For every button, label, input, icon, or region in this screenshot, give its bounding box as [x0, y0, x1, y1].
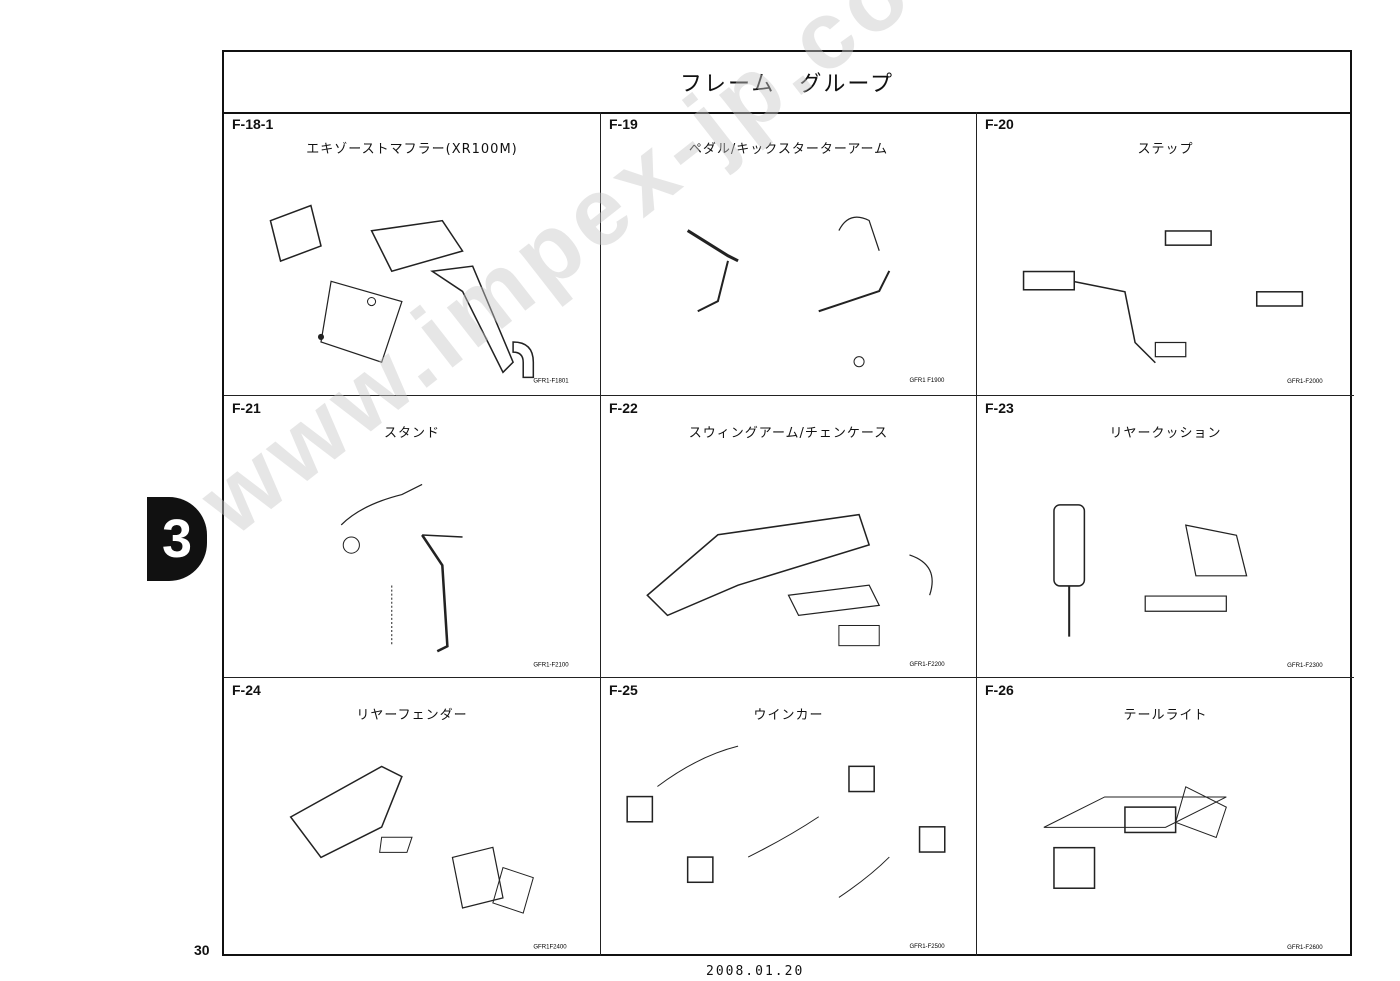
- diagram-ref-code: GFR1F2400: [533, 944, 567, 950]
- cell-code: F-25: [609, 682, 638, 698]
- diagram-ref-code: GFR1-F1801: [533, 378, 569, 384]
- cell-name: リヤークッション: [1109, 426, 1222, 441]
- cell-f20[interactable]: F-20 ステップ GFR1-F2000: [977, 112, 1354, 396]
- exhaust-muffler-diagram: GFR1-F1801: [269, 204, 569, 384]
- cell-f19[interactable]: F-19 ペダル/キックスターターアーム GFR1 F1900: [601, 112, 977, 396]
- diagram-ref-code: GFR1-F2600: [1287, 944, 1323, 951]
- cell-f24[interactable]: F-24 リヤーフェンダー GFR1F2400: [224, 678, 601, 956]
- cell-name: ペダル/キックスターターアーム: [688, 142, 889, 157]
- cell-name: ステップ: [1137, 142, 1194, 157]
- cell-name: リヤーフェンダー: [356, 708, 468, 723]
- step-diagram: GFR1-F2000: [1022, 230, 1323, 385]
- rear-cushion-diagram: GFR1-F2300: [1053, 504, 1323, 669]
- tail-light-diagram: GFR1-F2600: [1043, 786, 1323, 951]
- cell-f25[interactable]: F-25 ウインカー GFR1-F2500: [601, 678, 977, 956]
- cell-code: F-22: [609, 400, 638, 416]
- rear-fender-diagram: GFR1F2400: [289, 765, 567, 950]
- diagram-ref-code: GFR1-F2100: [533, 662, 569, 668]
- parts-index-frame: フレーム グループ F-18-1 エキゾーストマフラー(XR100M) GFR1…: [222, 50, 1354, 956]
- page-number: 30: [194, 942, 210, 958]
- cell-f22[interactable]: F-22 スウィングアーム/チェンケース GFR1-F2200: [601, 396, 977, 678]
- diagram-ref-code: GFR1-F2200: [909, 662, 945, 668]
- diagram-ref-code: GFR1-F2000: [1287, 378, 1323, 385]
- cell-name: テールライト: [1123, 708, 1208, 723]
- cell-f18-1[interactable]: F-18-1 エキゾーストマフラー(XR100M) GFR1-F1801: [224, 112, 601, 396]
- stand-diagram: GFR1-F2100: [340, 483, 569, 668]
- diagram-ref-code: GFR1-F2300: [1287, 662, 1323, 669]
- cell-f21[interactable]: F-21 スタンド GFR1-F2100: [224, 396, 601, 678]
- cell-code: F-21: [232, 400, 261, 416]
- section-tab: 3: [147, 497, 207, 581]
- cell-f26[interactable]: F-26 テールライト GFR1-F2600: [977, 678, 1354, 956]
- diagram-ref-code: GFR1-F2500: [909, 944, 945, 950]
- cell-code: F-26: [985, 682, 1014, 698]
- cell-name: ウインカー: [753, 708, 824, 723]
- diagram-ref-code: GFR1 F1900: [909, 378, 945, 384]
- pedal-kick-arm-diagram: GFR1 F1900: [686, 216, 945, 384]
- cell-name: エキゾーストマフラー(XR100M): [306, 142, 518, 157]
- cell-code: F-24: [232, 682, 261, 698]
- cell-code: F-19: [609, 116, 638, 132]
- cell-name: スウィングアーム/チェンケース: [688, 426, 889, 441]
- cell-code: F-18-1: [232, 116, 274, 132]
- footer-date: 2008.01.20: [706, 964, 805, 979]
- page-title: フレーム グループ: [224, 52, 1350, 114]
- cell-code: F-20: [985, 116, 1014, 132]
- cell-name: スタンド: [383, 426, 440, 441]
- swingarm-chaincase-diagram: GFR1-F2200: [646, 513, 945, 668]
- winker-diagram: GFR1-F2500: [626, 745, 946, 950]
- cell-f23[interactable]: F-23 リヤークッション GFR1-F2300: [977, 396, 1354, 678]
- cell-code: F-23: [985, 400, 1014, 416]
